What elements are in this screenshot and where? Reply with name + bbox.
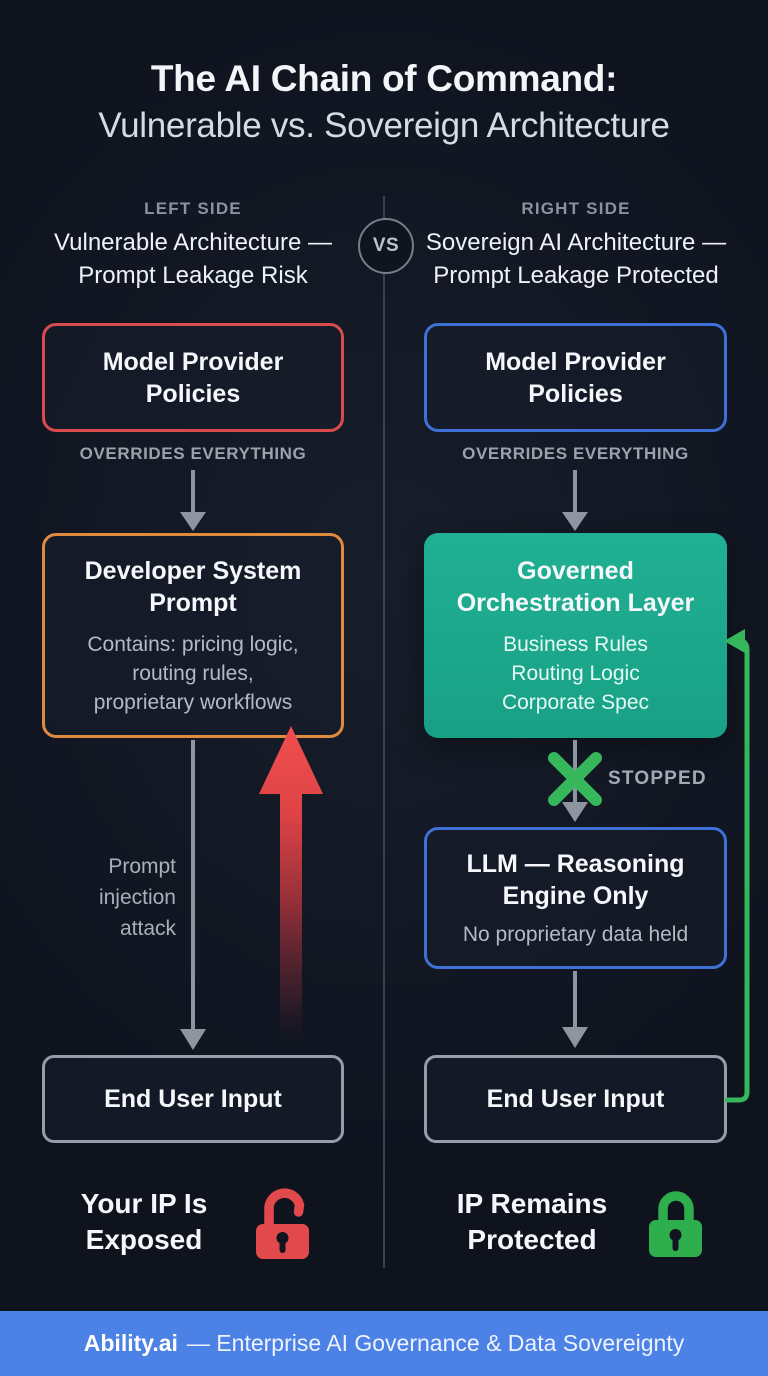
box-details: No proprietary data held xyxy=(463,920,688,949)
footer-tagline: — Enterprise AI Governance & Data Sovere… xyxy=(186,1330,685,1356)
injection-label-line: attack xyxy=(119,917,176,940)
unlock-icon xyxy=(256,1188,309,1259)
footer-brand: Ability.ai xyxy=(83,1330,178,1356)
left-down-arrow-2 xyxy=(180,740,206,1050)
box-detail-line: Corporate Spec xyxy=(501,690,650,714)
right-side-eyebrow: RIGHT SIDE xyxy=(521,199,631,218)
box-title: LLM — Reasoning Engine Only xyxy=(466,848,684,912)
footer-bar: Ability.ai — Enterprise AI Governance & … xyxy=(0,1311,768,1376)
right-overrides-label: OVERRIDES EVERYTHING xyxy=(462,444,689,463)
verdict-line: Protected xyxy=(467,1224,597,1255)
right-down-arrow-2 xyxy=(562,740,588,822)
main-subtitle: Vulnerable vs. Sovereign Architecture xyxy=(98,106,670,145)
right-down-arrow-3 xyxy=(562,971,588,1048)
verdict-line: Your IP Is xyxy=(80,1188,208,1219)
verdict-line: Exposed xyxy=(85,1224,203,1255)
verdict-line: IP Remains xyxy=(456,1188,608,1219)
box-detail-line: Contains: pricing logic, xyxy=(87,632,299,656)
box-title: Governed Orchestration Layer xyxy=(457,555,695,619)
left-side-heading: Vulnerable Architecture — Prompt Leakage… xyxy=(22,226,364,292)
main-title: The AI Chain of Command: xyxy=(150,58,618,99)
left-overrides-label: OVERRIDES EVERYTHING xyxy=(79,444,307,463)
right-down-arrow-1 xyxy=(562,470,588,531)
right-heading-line: Prompt Leakage Protected xyxy=(433,262,719,289)
box-title-line: LLM — Reasoning xyxy=(466,849,685,878)
hero-header: The AI Chain of Command: Vulnerable vs. … xyxy=(0,56,768,148)
box-detail-line: routing rules, xyxy=(132,661,254,685)
stopped-label: STOPPED xyxy=(608,768,707,789)
right-column-header: RIGHT SIDE Sovereign AI Architecture — P… xyxy=(404,199,748,292)
box-title-line: Policies xyxy=(528,379,623,408)
feedback-loop-arrow xyxy=(724,629,750,1103)
left-model-provider-policies-box: Model Provider Policies xyxy=(42,323,344,432)
box-detail-line: proprietary workflows xyxy=(93,690,293,714)
box-title-line: Policies xyxy=(145,379,241,408)
right-verdict-text: IP Remains Protected xyxy=(424,1186,640,1258)
prompt-injection-arrow xyxy=(259,726,323,1042)
left-down-arrow-1 xyxy=(180,470,206,531)
box-title-line: Model Provider xyxy=(102,347,284,376)
left-end-user-input-box: End User Input xyxy=(42,1055,344,1143)
left-heading-line: Prompt Leakage Risk xyxy=(78,262,308,289)
box-title-line: Engine Only xyxy=(502,881,649,910)
box-details: Business Rules Routing Logic Corporate S… xyxy=(502,630,649,717)
vs-badge: VS xyxy=(358,218,414,274)
right-side-heading: Sovereign AI Architecture — Prompt Leaka… xyxy=(404,226,748,292)
box-detail-line: No proprietary data held xyxy=(462,922,689,946)
right-heading-line: Sovereign AI Architecture — xyxy=(425,229,727,256)
box-title-line: Governed xyxy=(517,556,634,585)
llm-reasoning-engine-box: LLM — Reasoning Engine Only No proprieta… xyxy=(424,827,727,969)
box-details: Contains: pricing logic, routing rules, … xyxy=(87,630,298,717)
box-title: Model Provider Policies xyxy=(485,346,666,410)
box-title-line: Prompt xyxy=(149,588,237,617)
lock-icon xyxy=(649,1191,702,1257)
center-divider-line xyxy=(383,196,385,1268)
left-heading-line: Vulnerable Architecture — xyxy=(54,229,332,256)
box-detail-line: Routing Logic xyxy=(511,661,640,685)
left-verdict-text: Your IP Is Exposed xyxy=(42,1186,246,1258)
developer-system-prompt-box: Developer System Prompt Contains: pricin… xyxy=(42,533,344,738)
box-title-line: Orchestration Layer xyxy=(456,588,695,617)
prompt-injection-label: Prompt injection attack xyxy=(40,851,176,944)
box-title: End User Input xyxy=(104,1083,282,1115)
box-title: Developer System Prompt xyxy=(85,555,302,619)
vs-label: VS xyxy=(372,235,400,256)
stopped-x-icon xyxy=(548,752,602,806)
box-title-line: Model Provider xyxy=(485,347,666,376)
injection-label-line: Prompt xyxy=(108,855,176,878)
right-end-user-input-box: End User Input xyxy=(424,1055,727,1143)
box-title: Model Provider Policies xyxy=(103,346,284,410)
injection-label-line: injection xyxy=(98,886,176,909)
left-side-eyebrow: LEFT SIDE xyxy=(144,199,242,218)
governed-orchestration-layer-box: Governed Orchestration Layer Business Ru… xyxy=(424,533,727,738)
box-detail-line: Business Rules xyxy=(503,632,648,656)
right-model-provider-policies-box: Model Provider Policies xyxy=(424,323,727,432)
box-title-line: Developer System xyxy=(84,556,302,585)
box-title-line: End User Input xyxy=(486,1085,665,1113)
left-column-header: LEFT SIDE Vulnerable Architecture — Prom… xyxy=(22,199,364,292)
box-title: End User Input xyxy=(487,1083,665,1115)
box-title-line: End User Input xyxy=(104,1085,282,1113)
